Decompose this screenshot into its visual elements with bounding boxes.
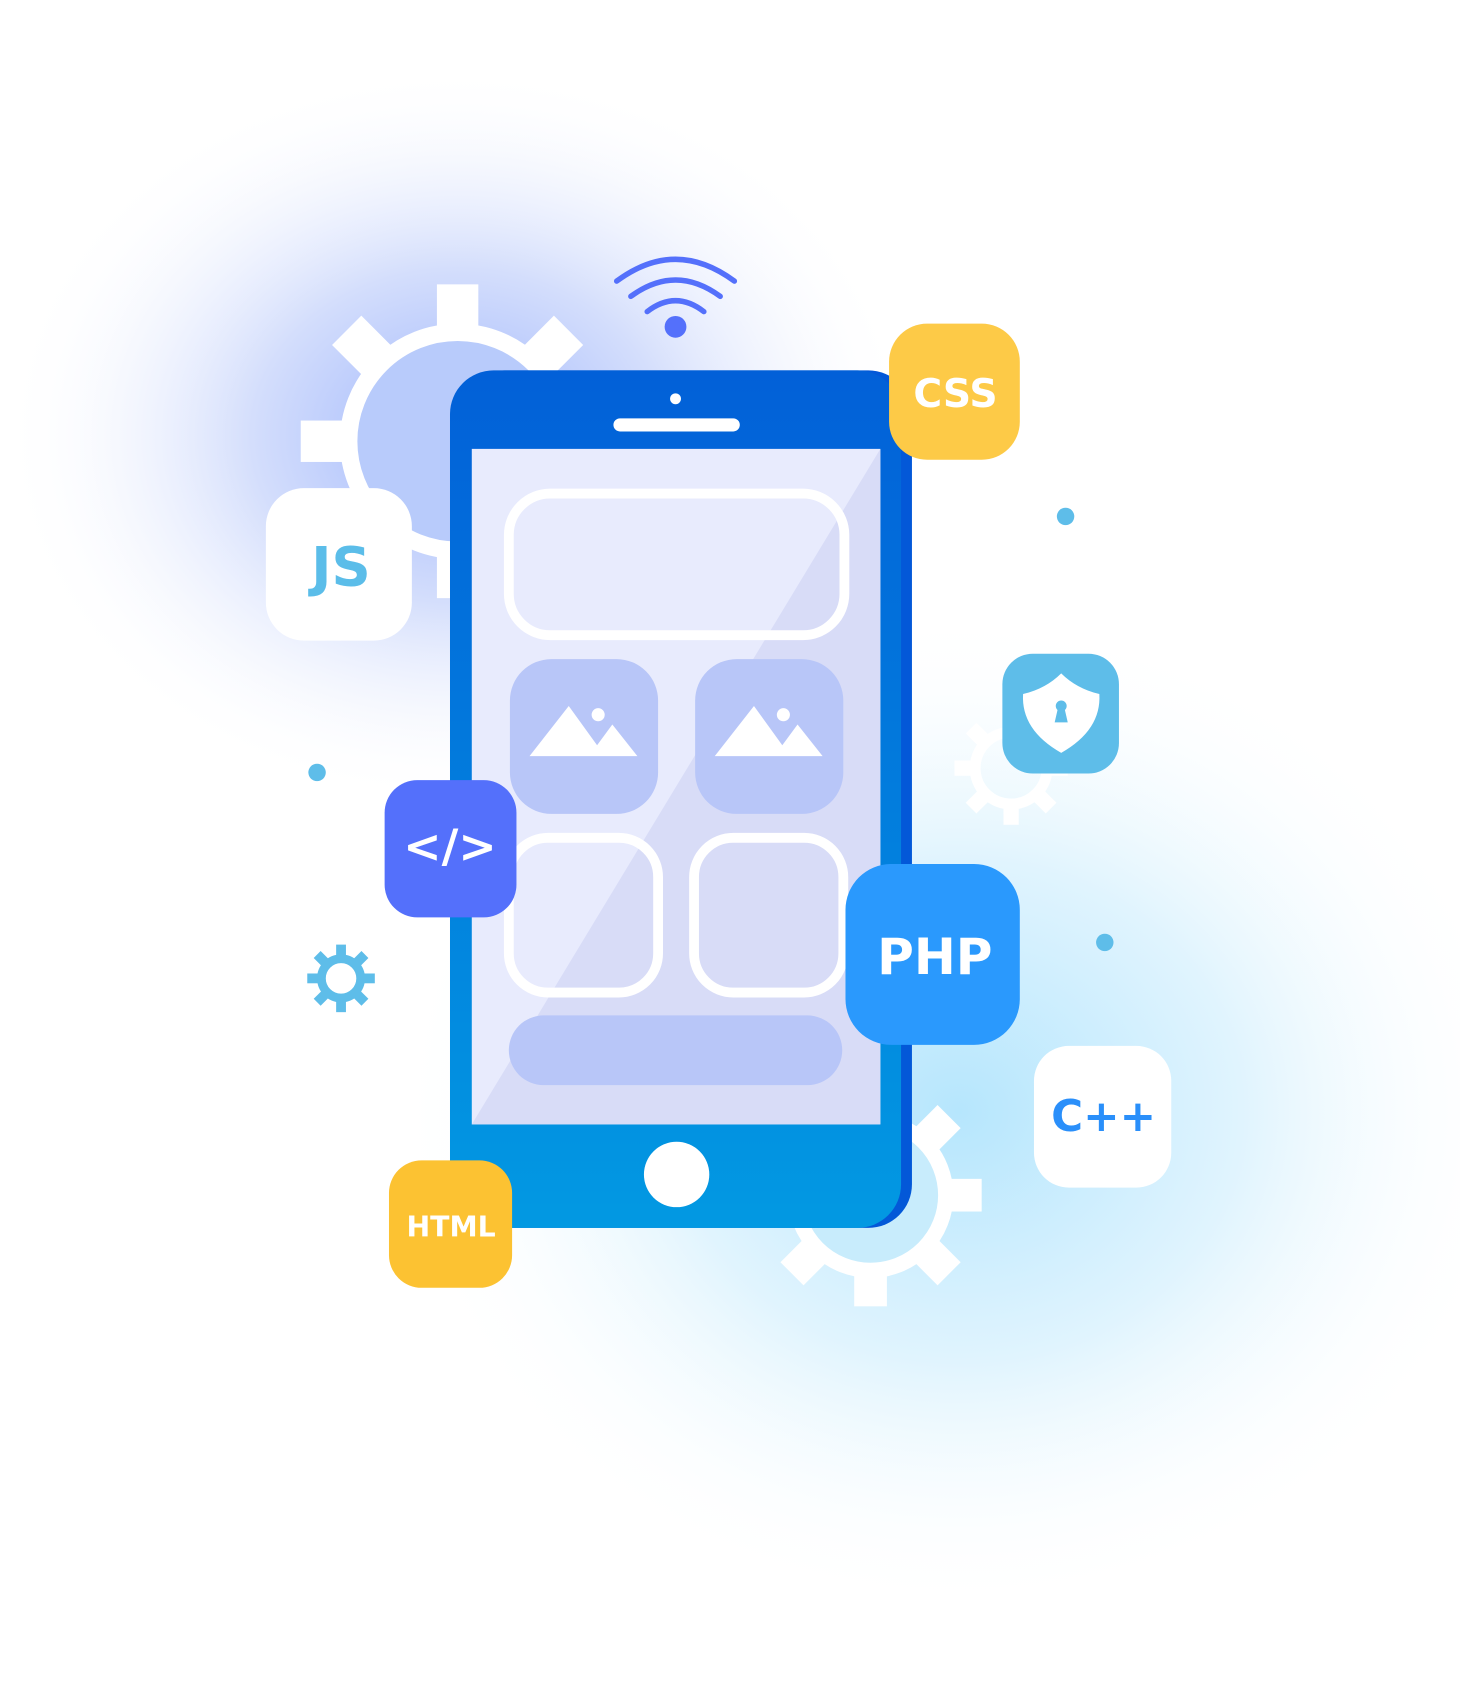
gear-tooth <box>954 760 972 776</box>
cpp-badge: C++ <box>1033 1045 1172 1188</box>
gear-tooth <box>951 1178 982 1212</box>
gear-tooth <box>336 944 346 957</box>
gear-tooth <box>300 420 343 462</box>
gear-tooth <box>780 1240 826 1286</box>
html-badge: HTML <box>388 1160 513 1288</box>
php-label: PHP <box>877 927 992 986</box>
mountain-image-icon <box>529 706 638 757</box>
gear-tooth <box>916 1105 961 1150</box>
php-badge: PHP <box>845 863 1020 1045</box>
gear-icon-small-blue <box>307 944 375 1013</box>
gear-tooth <box>362 973 375 984</box>
css-label: CSS <box>913 372 997 417</box>
gear-ring <box>317 954 366 1003</box>
gear-tooth <box>1003 807 1019 825</box>
gear-tooth <box>336 1000 346 1013</box>
wifi-icon <box>613 256 738 338</box>
image-tile-2 <box>695 659 844 814</box>
code-badge: </> <box>384 780 517 918</box>
home-button[interactable] <box>643 1141 710 1208</box>
html-label: HTML <box>406 1210 495 1243</box>
cpp-label: C++ <box>1051 1092 1156 1142</box>
code-label: </> <box>403 820 496 873</box>
outline-tile-2 <box>689 832 849 998</box>
outline-tile-1 <box>503 832 663 998</box>
gear-tooth <box>436 284 479 326</box>
image-tile-1 <box>509 659 659 814</box>
smartphone <box>449 370 912 1228</box>
security-badge <box>1002 653 1119 774</box>
mountain-image-icon <box>714 706 823 757</box>
css-badge: CSS <box>889 323 1020 460</box>
js-label: JS <box>307 535 371 599</box>
decor-dot <box>1096 933 1114 952</box>
gear-tooth <box>854 1275 887 1307</box>
screen-bottom-bar <box>508 1015 843 1086</box>
gear-tooth <box>916 1240 961 1286</box>
camera-dot <box>670 393 681 405</box>
gear-tooth <box>307 973 320 984</box>
js-badge: JS <box>265 488 412 641</box>
speaker-slot <box>613 418 740 432</box>
screen-header-card <box>503 488 850 641</box>
decor-dot <box>1056 507 1075 526</box>
decor-dot <box>308 763 326 782</box>
